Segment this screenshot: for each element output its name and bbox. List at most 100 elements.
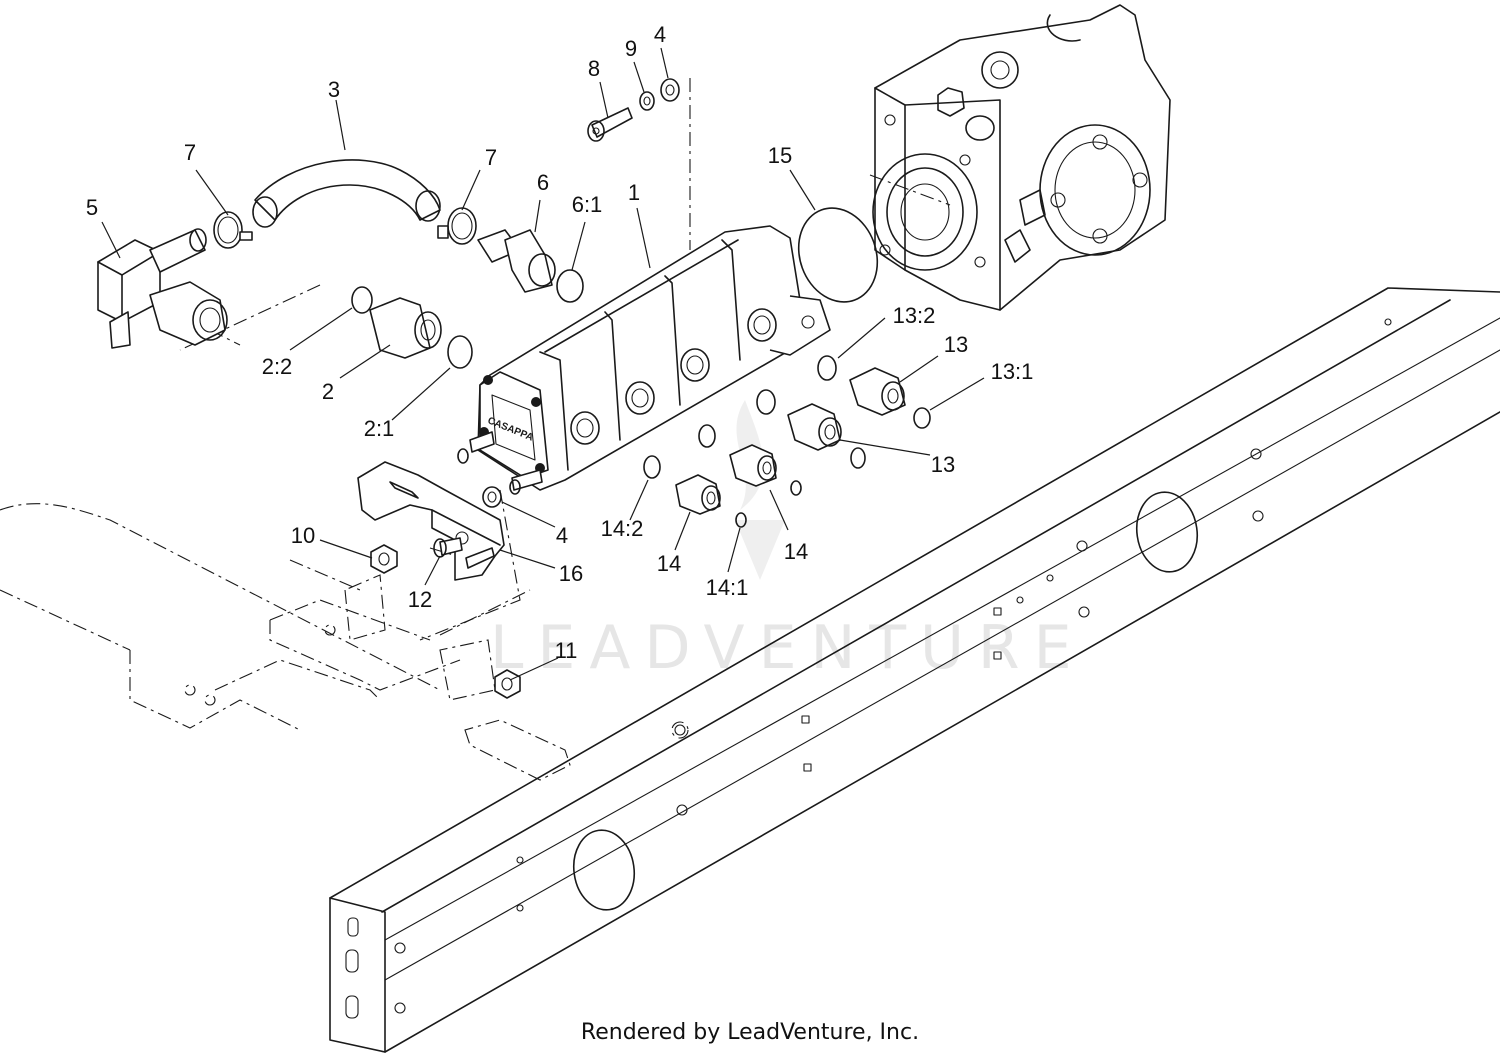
pump-control-shaft-end [509, 479, 521, 495]
hidden-hole [184, 684, 196, 696]
pump-port [570, 411, 600, 445]
fitting-thread-bore [420, 319, 436, 341]
flat-washer-hole [665, 84, 675, 96]
hose-body [254, 159, 441, 221]
nut-bore [501, 677, 513, 691]
clamp-band-inner [217, 216, 239, 244]
frame-square-hole [801, 715, 810, 724]
clamp-screw [437, 225, 449, 239]
frame-slot-hole [345, 995, 359, 1019]
hidden-edge [289, 559, 361, 591]
hidden-hole [324, 624, 336, 636]
callout-labels: 3 7 7 5 6 6:1 1 8 9 4 15 2:2 2 2:1 13:2 … [86, 22, 1034, 663]
pump-port-inner [753, 315, 771, 335]
callout-14-upper: 14 [784, 539, 808, 564]
pump-port-inner [576, 418, 594, 438]
frame-hole [1076, 540, 1088, 552]
leader-lines [101, 47, 985, 681]
render-credit: Rendered by LeadVenture, Inc. [580, 1020, 920, 1045]
fitting-14-upper [729, 444, 777, 487]
callout-6: 6 [537, 170, 549, 195]
elbow-swivel-nut-bore [199, 307, 221, 333]
tandem-gear-pump: CASAPPA [457, 225, 831, 495]
frame-hole [1078, 606, 1090, 618]
pump-mount-flange [769, 295, 831, 356]
transmission-fill-plug-socket [990, 60, 1010, 80]
lock-washer [639, 91, 655, 111]
hose-clamp-left [213, 211, 253, 249]
suction-hose [252, 159, 441, 228]
transmission-pump-flange [872, 153, 978, 271]
callout-15: 15 [768, 143, 792, 168]
transmission-bracket [1019, 189, 1046, 226]
callout-14-2: 14:2 [601, 516, 644, 541]
frame-hole [1250, 448, 1262, 460]
frame-access-hole [572, 829, 636, 911]
transmission-hex-plug [937, 87, 965, 117]
frame-beam-top-edge [329, 287, 1500, 899]
fitting-hex [849, 367, 906, 416]
pump-end-cover [479, 371, 549, 479]
hidden-bracket-outline [269, 599, 431, 641]
o-ring [850, 447, 866, 469]
elbow-stub [109, 311, 131, 349]
cap-screw-head [587, 120, 605, 142]
pump-port [747, 308, 777, 342]
nut-bore [378, 552, 390, 566]
fitting-hex [675, 474, 721, 515]
o-ring-2-2 [351, 286, 373, 314]
callout-7-right: 7 [485, 145, 497, 170]
frame-hole [394, 1002, 406, 1014]
o-ring-2-1 [447, 335, 473, 369]
callout-9: 9 [625, 36, 637, 61]
fitting-hex [729, 444, 777, 487]
bracket-slot [465, 547, 495, 569]
callout-3: 3 [328, 77, 340, 102]
bracket-plate [357, 461, 505, 581]
callout-6-1: 6:1 [572, 192, 603, 217]
callout-2-1: 2:1 [364, 416, 395, 441]
transmission-bolt [1092, 134, 1108, 150]
frame-hole [674, 724, 686, 736]
frame-square-hole [993, 607, 1002, 616]
frame-beam-bottom-edge [384, 411, 1500, 1053]
o-ring-13-2 [817, 355, 837, 381]
clamp-screw [239, 231, 253, 241]
o-ring [756, 389, 776, 415]
hidden-crossmember-top [0, 503, 441, 691]
transmission-motor-cover [1039, 124, 1151, 256]
nut-hex [370, 544, 398, 574]
fitting-13-upper [849, 367, 906, 416]
frame-slot-hole [347, 917, 359, 937]
hidden-crossmember-bottom [0, 589, 131, 651]
callout-10: 10 [291, 523, 315, 548]
pump-mount-bracket [357, 461, 505, 581]
flange-nut-11 [494, 669, 521, 699]
hidden-hole [671, 721, 689, 739]
cap-screw-shank [591, 107, 633, 138]
nut-hex [494, 669, 521, 699]
elbow-swivel-nut [149, 281, 226, 346]
o-ring-13-1 [913, 407, 931, 429]
fitting-14-lower [675, 474, 721, 515]
hidden-bracket-outline [344, 574, 386, 641]
flange-nut-10 [370, 544, 398, 574]
pump-o-ring-gasket [797, 207, 879, 303]
frame-beam-upper-crease [384, 317, 1500, 941]
hose-clamp-right [437, 207, 477, 245]
o-ring [698, 424, 716, 448]
carriage-bolt-12 [433, 537, 463, 558]
callout-4-lower: 4 [556, 523, 568, 548]
hidden-bracket-outline [129, 650, 301, 731]
hidden-bracket-outline [269, 620, 461, 691]
callout-14-lower: 14 [657, 551, 681, 576]
frame-beam-crease [384, 349, 1500, 981]
transmission-vent [1046, 14, 1081, 42]
frame-hole [1384, 318, 1392, 326]
o-ring [790, 480, 802, 496]
transmission-housing-edge [904, 99, 1001, 311]
elbow-barb [149, 229, 206, 273]
fitting-hex [787, 403, 841, 451]
